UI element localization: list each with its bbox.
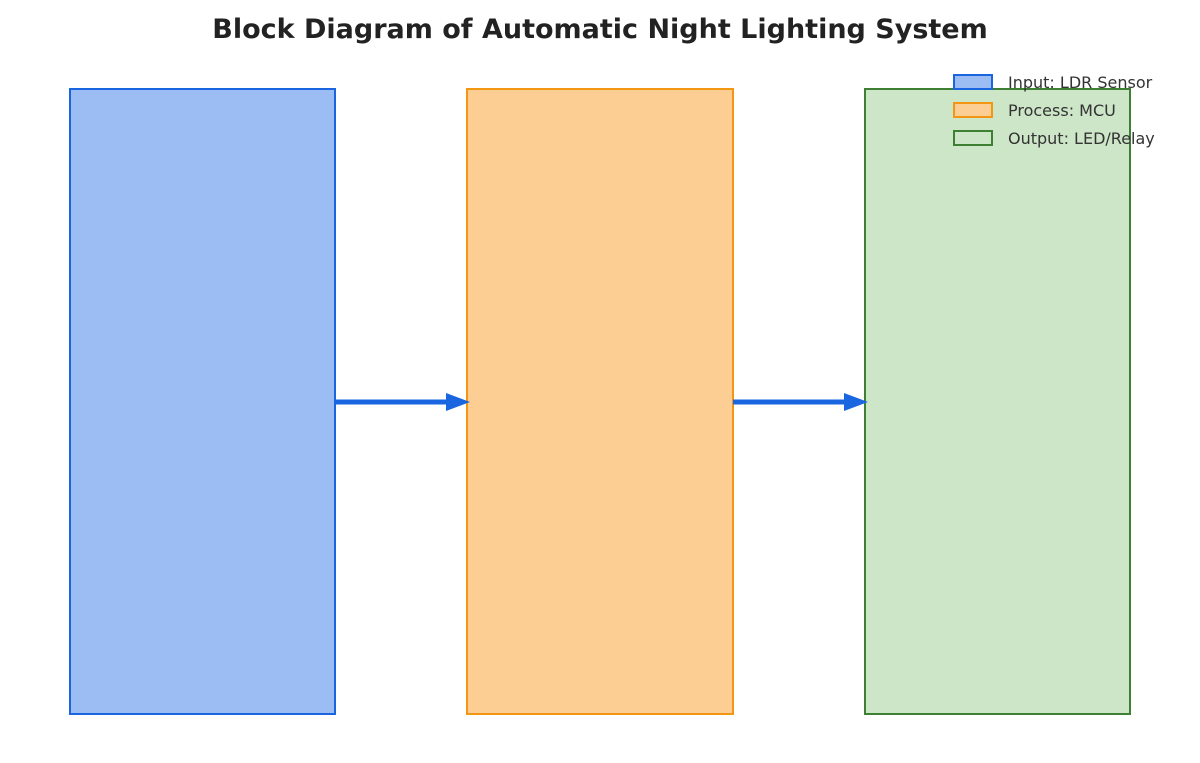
arrow-process-to-output: [733, 393, 868, 411]
legend-item-input: Input: LDR Sensor: [953, 73, 1153, 92]
legend: Input: LDR Sensor Process: MCU Output: L…: [953, 73, 1155, 148]
legend-label-process: Process: MCU: [1008, 101, 1116, 120]
process-block: [466, 88, 734, 715]
legend-item-output: Output: LED/Relay: [953, 129, 1155, 148]
legend-swatch-input: [953, 74, 993, 90]
arrow-input-to-process: [335, 393, 470, 411]
output-block: [864, 88, 1131, 715]
legend-swatch-process: [953, 102, 993, 118]
legend-label-input: Input: LDR Sensor: [1008, 73, 1153, 92]
diagram-title: Block Diagram of Automatic Night Lightin…: [212, 14, 988, 45]
legend-swatch-output: [953, 130, 993, 146]
legend-label-output: Output: LED/Relay: [1008, 129, 1155, 148]
legend-item-process: Process: MCU: [953, 101, 1116, 120]
input-block: [69, 88, 336, 715]
